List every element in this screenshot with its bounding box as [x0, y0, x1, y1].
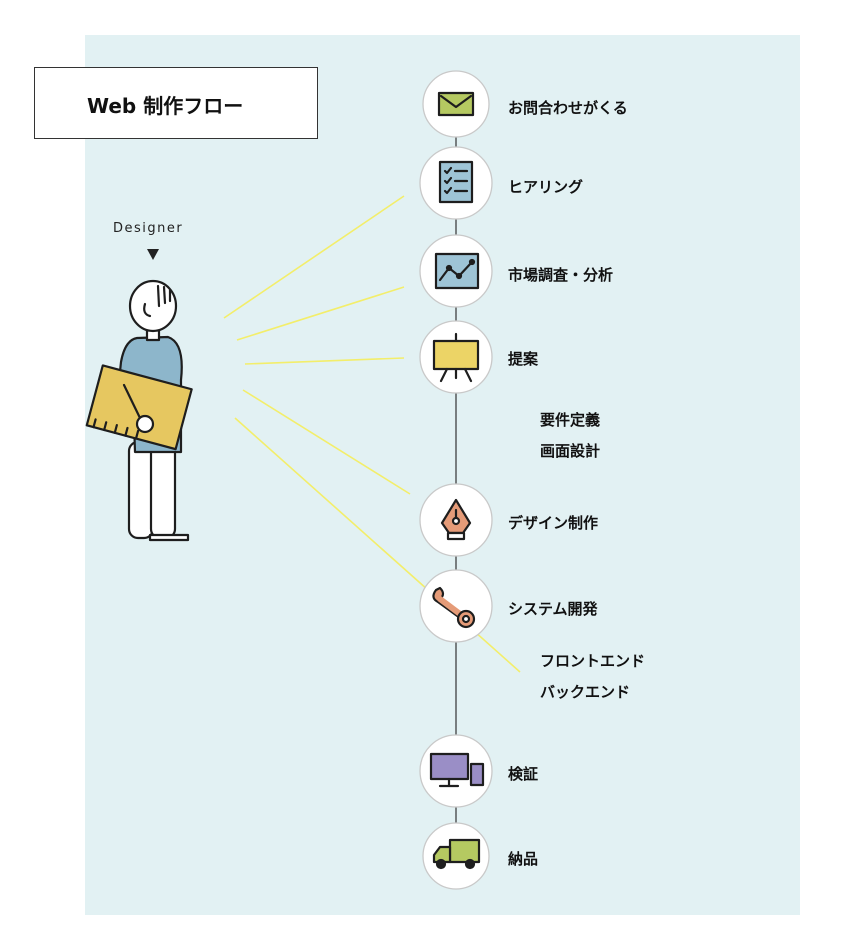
step-label-proposal: 提案 — [508, 350, 539, 368]
step-label-delivery: 納品 — [508, 850, 539, 868]
sub-label-frontend: フロントエンド — [540, 652, 646, 670]
sub-label-screen-design: 画面設計 — [540, 442, 601, 460]
connection-line-design — [242, 389, 411, 495]
step-label-hearing: ヒアリング — [508, 178, 584, 196]
step-label-testing: 検証 — [508, 765, 539, 783]
connection-line-hearing — [223, 195, 405, 319]
step-label-design: デザイン制作 — [508, 514, 599, 532]
step-label-research: 市場調査・分析 — [508, 266, 614, 284]
connection-line-research — [236, 286, 405, 341]
down-arrow-icon — [147, 249, 159, 260]
diagram-title: Web 制作フロー — [87, 94, 244, 118]
truck-icon — [432, 838, 481, 870]
designer-foot — [148, 533, 190, 542]
sub-label-backend: バックエンド — [540, 683, 631, 701]
designer-leg-left — [127, 440, 155, 540]
title-box: Web 制作フロー — [34, 67, 318, 139]
step-label-inquiry: お問合わせがくる — [508, 99, 628, 117]
presentation-board-icon — [432, 332, 480, 383]
checklist-icon — [438, 160, 474, 204]
designer-hair — [156, 284, 172, 308]
connection-line-proposal — [244, 357, 405, 365]
line-chart-icon — [434, 252, 480, 290]
designer-folder — [85, 364, 193, 451]
designer-ear — [143, 302, 152, 318]
designer-head — [128, 279, 178, 333]
pen-nib-icon — [440, 498, 472, 541]
sub-label-requirements: 要件定義 — [540, 411, 601, 429]
designer-hand — [135, 414, 155, 434]
designer-label: Designer — [113, 221, 184, 236]
designer-arm — [122, 383, 142, 420]
designer-leg-right — [149, 440, 177, 540]
step-label-development: システム開発 — [508, 600, 598, 618]
designer-figure — [85, 279, 193, 542]
devices-icon — [429, 752, 485, 788]
wrench-icon — [432, 586, 476, 629]
mail-icon — [437, 91, 475, 117]
